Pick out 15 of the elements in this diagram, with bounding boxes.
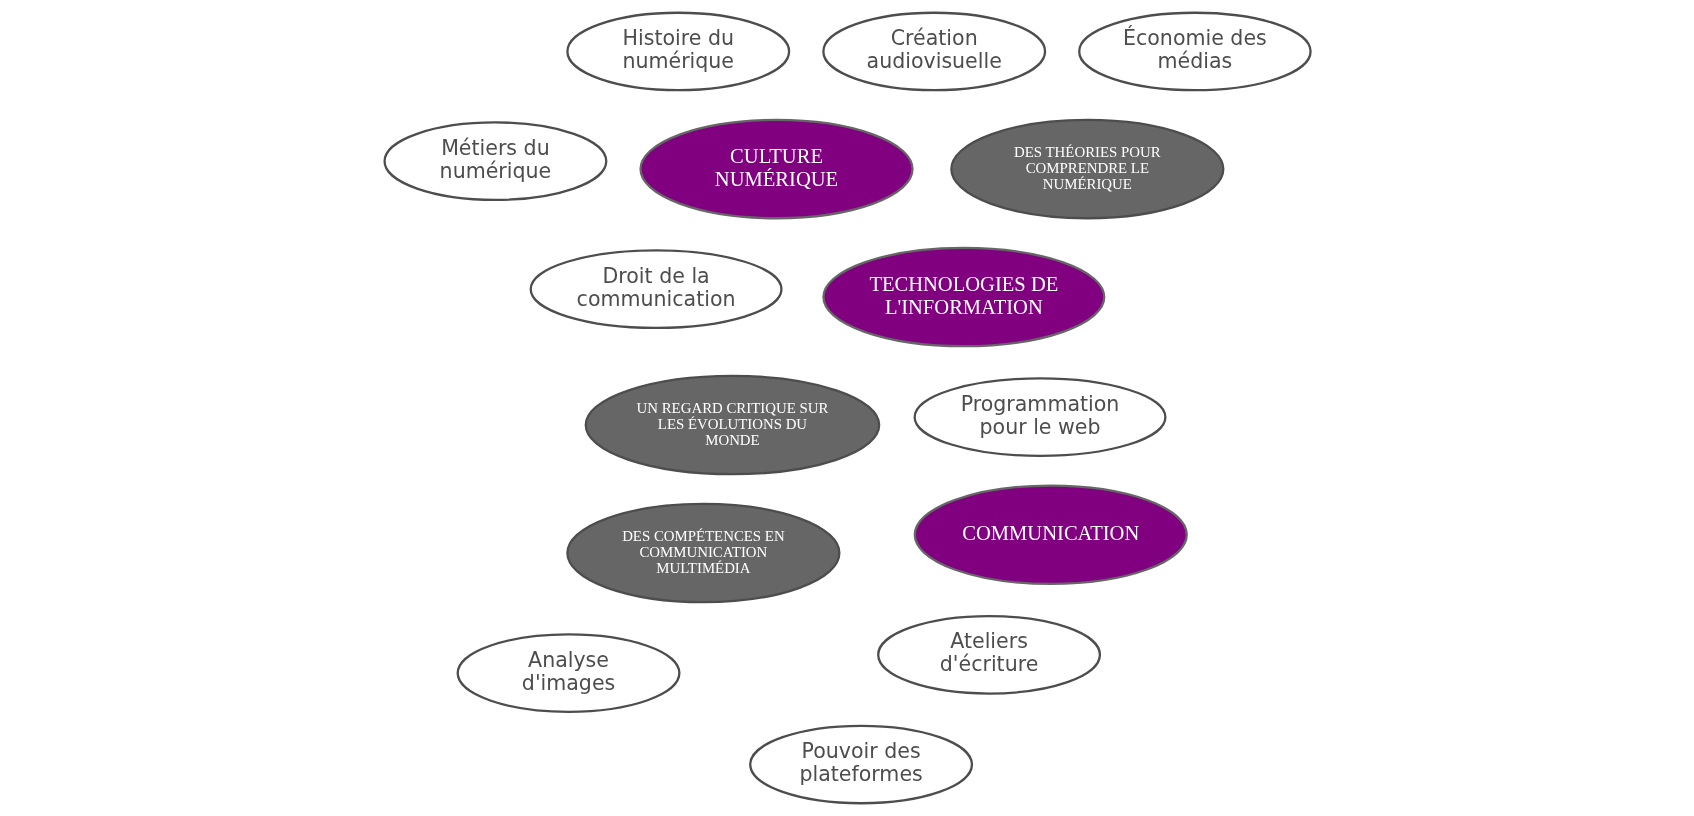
- node-ellipse: Ateliers d'écriture: [876, 614, 1101, 695]
- node-ellipse: Droit de la communication: [529, 249, 783, 329]
- node-ellipse: DES COMPÉTENCES EN COMMUNICATION MULTIMÉDIA: [565, 502, 840, 604]
- node-ellipse: Économie des médias: [1077, 11, 1312, 92]
- node-ellipse: Création audiovisuelle: [821, 11, 1046, 92]
- node-ellipse: COMMUNICATION: [913, 484, 1188, 586]
- node-ellipse: UN REGARD CRITIQUE SUR LES ÉVOLUTIONS DU MONDE: [584, 374, 880, 476]
- node-ellipse: DES THÉORIES POUR COMPRENDRE LE NUMÉRIQUE: [949, 118, 1224, 220]
- node-ellipse: Programmation pour le web: [913, 377, 1167, 457]
- node-ellipse: Analyse d'images: [456, 633, 681, 713]
- node-ellipse: Histoire du numérique: [565, 11, 790, 92]
- node-ellipse: Pouvoir des plateformes: [748, 724, 973, 805]
- node-ellipse: TECHNOLOGIES DE L'INFORMATION: [821, 246, 1105, 348]
- node-ellipse: Métiers du numérique: [382, 121, 607, 202]
- node-ellipse: CULTURE NUMÉRIQUE: [638, 118, 914, 220]
